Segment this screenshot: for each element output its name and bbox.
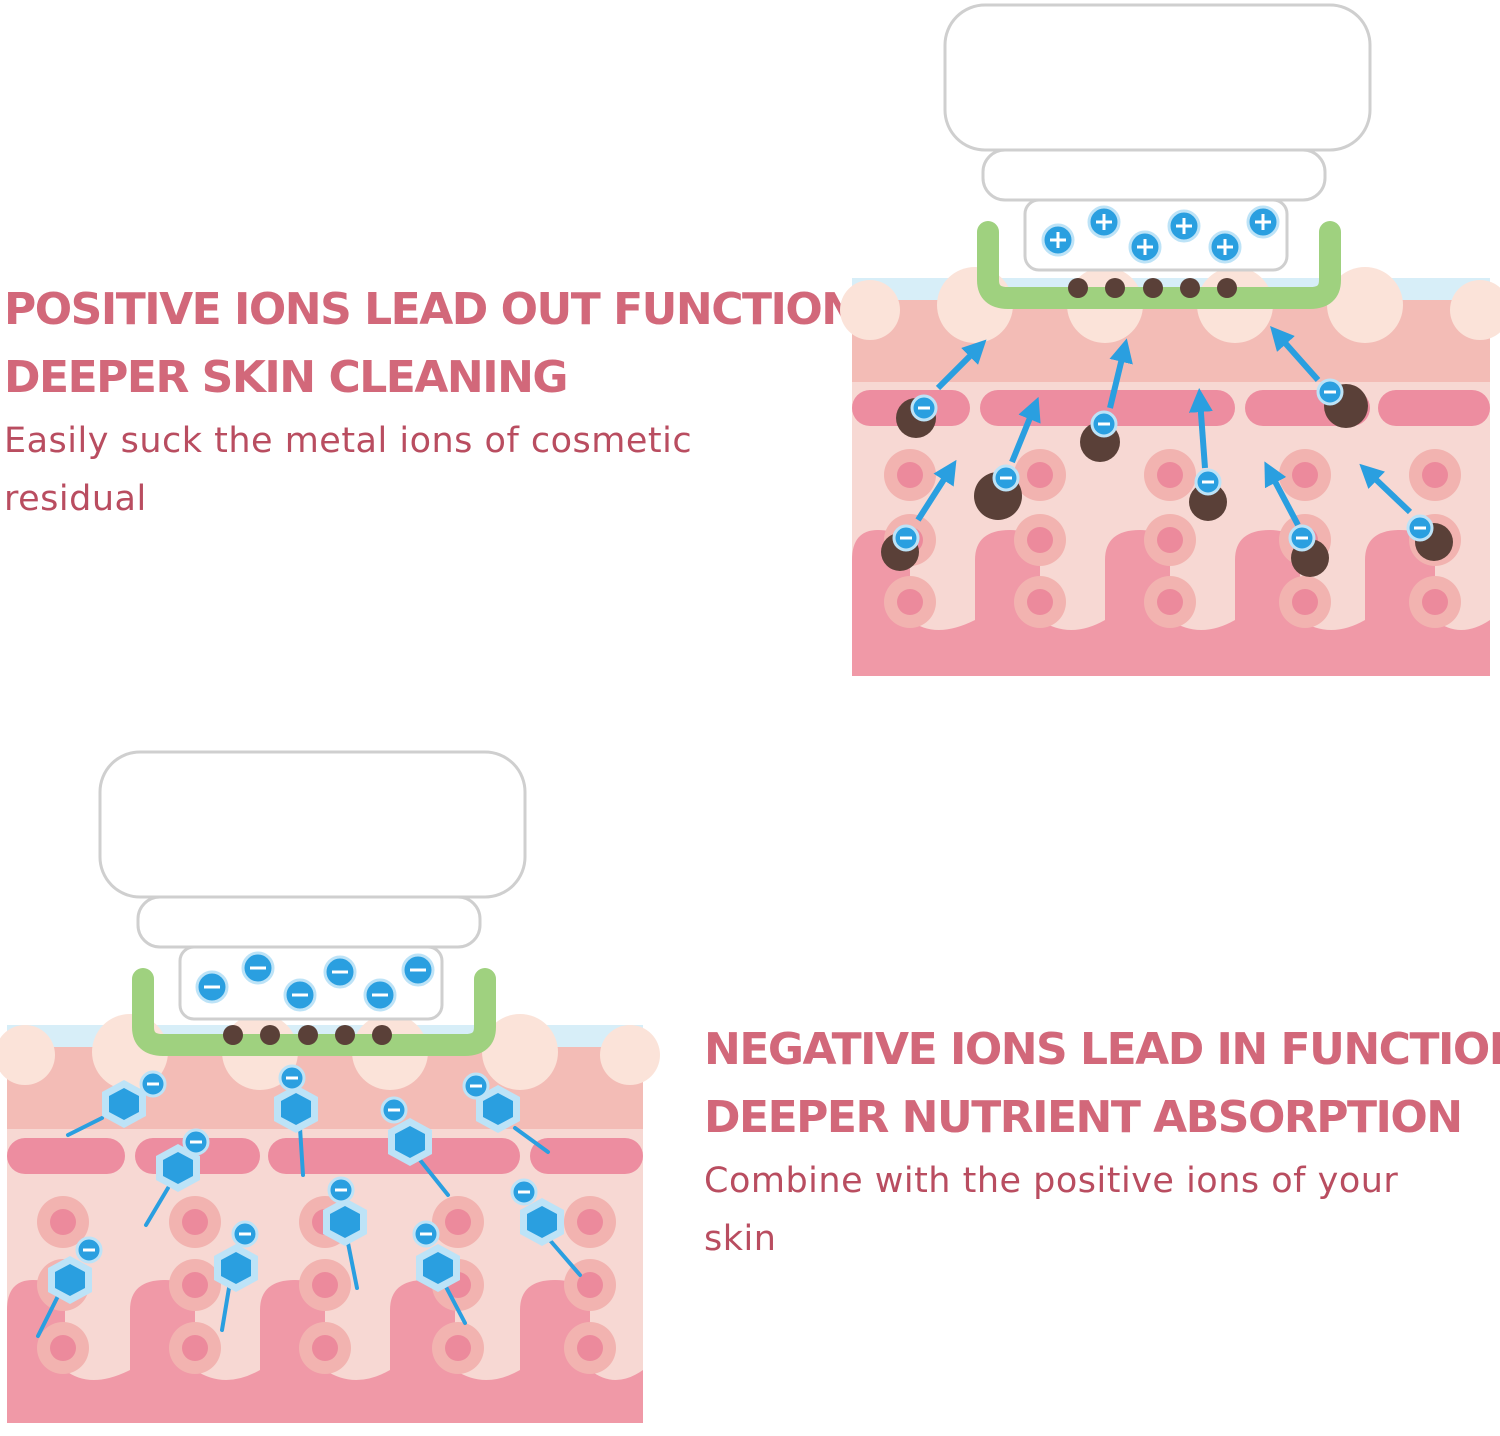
negative-ions <box>195 951 435 1012</box>
negative-skin-illustration <box>0 750 660 1423</box>
plus-circle-icon <box>1246 205 1280 239</box>
hexagon-molecule-icon <box>48 1236 103 1304</box>
negative-heading-line2: DEEPER NUTRIENT ABSORPTION <box>704 1092 1463 1143</box>
plus-circle-icon <box>1087 205 1121 239</box>
positive-heading-line1: POSITIVE IONS LEAD OUT FUNCTION <box>4 284 858 335</box>
residue-particles <box>881 378 1453 577</box>
minus-circle-icon <box>195 970 229 1004</box>
outward-arrows <box>915 326 1413 527</box>
collected-residue <box>1068 278 1237 298</box>
inward-trails <box>36 1116 582 1338</box>
hexagon-molecule-icon <box>323 1176 367 1246</box>
device-head-negative <box>98 750 527 949</box>
minus-circle-icon <box>363 978 397 1012</box>
negative-heading-line1: NEGATIVE IONS LEAD IN FUNCTION <box>704 1024 1500 1075</box>
applicator-negative <box>132 968 496 1056</box>
positive-ions <box>1041 205 1280 264</box>
minus-circle-icon <box>892 378 1434 552</box>
hexagon-molecule-icon <box>380 1096 432 1166</box>
applicator-dots <box>223 1025 392 1045</box>
positive-description: Easily suck the metal ions of cosmetic r… <box>4 421 693 519</box>
hexagon-molecule-icon <box>412 1220 460 1292</box>
nutrient-molecules <box>48 1064 564 1304</box>
positive-skin-illustration <box>840 3 1500 676</box>
positive-heading-line2: DEEPER SKIN CLEANING <box>4 352 569 403</box>
plus-circle-icon <box>1167 209 1201 243</box>
hexagon-molecule-icon <box>156 1128 210 1192</box>
minus-circle-icon <box>283 978 317 1012</box>
hexagon-molecule-icon <box>462 1072 520 1133</box>
hexagon-molecule-icon <box>102 1070 167 1128</box>
plus-circle-icon <box>1041 223 1075 257</box>
positive-ions-text: POSITIVE IONS LEAD OUT FUNCTION DEEPER S… <box>4 276 858 528</box>
applicator-positive <box>977 221 1341 309</box>
device-head-positive <box>943 3 1372 202</box>
minus-circle-icon <box>323 955 357 989</box>
plus-circle-icon <box>1208 230 1242 264</box>
minus-circle-icon <box>401 953 435 987</box>
minus-circle-icon <box>241 951 275 985</box>
hexagon-molecule-icon <box>274 1064 318 1133</box>
plus-circle-icon <box>1128 230 1162 264</box>
negative-description: Combine with the positive ions of your s… <box>704 1161 1399 1259</box>
hexagon-molecule-icon <box>214 1220 259 1292</box>
negative-ions-text: NEGATIVE IONS LEAD IN FUNCTION DEEPER NU… <box>704 1016 1500 1268</box>
hexagon-molecule-icon <box>510 1178 564 1246</box>
